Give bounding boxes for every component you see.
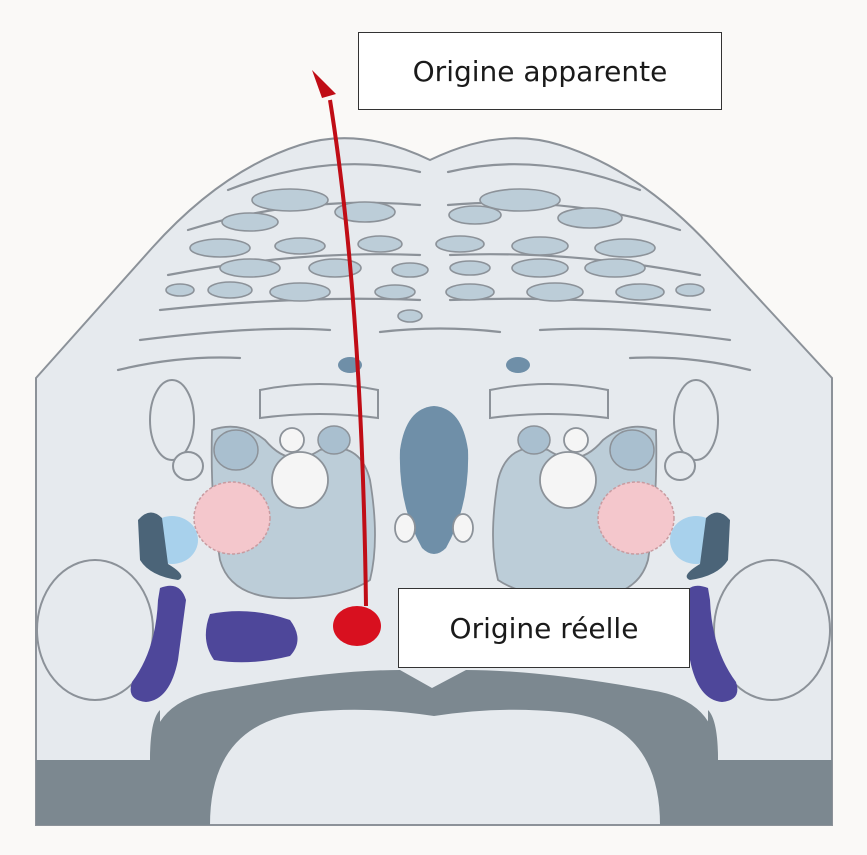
round-structures	[271, 427, 597, 543]
vessel-bundles	[213, 425, 655, 471]
indigo-arm-left	[130, 585, 186, 702]
base-band	[36, 710, 160, 825]
muscle-bundles	[165, 188, 705, 323]
arrow-head	[312, 70, 336, 98]
lateral-muscles	[210, 425, 658, 600]
indigo-arm-right	[682, 585, 738, 702]
base-band-right	[708, 710, 832, 825]
indigo-mass-left	[205, 611, 298, 663]
dorsal-vessel-right	[506, 357, 530, 373]
floor-arch	[150, 670, 718, 825]
pink-structure-right	[597, 481, 675, 555]
slate-left	[138, 512, 182, 580]
slate-right	[686, 512, 730, 580]
side-structures	[36, 379, 831, 701]
pink-structure-left	[193, 481, 271, 555]
nerve-path-arrow	[328, 99, 368, 607]
central-spine	[399, 406, 469, 554]
apparent-origin-label: Origine apparente	[358, 32, 722, 110]
real-origin-spot	[333, 606, 381, 646]
real-origin-label: Origine réelle	[398, 588, 690, 668]
